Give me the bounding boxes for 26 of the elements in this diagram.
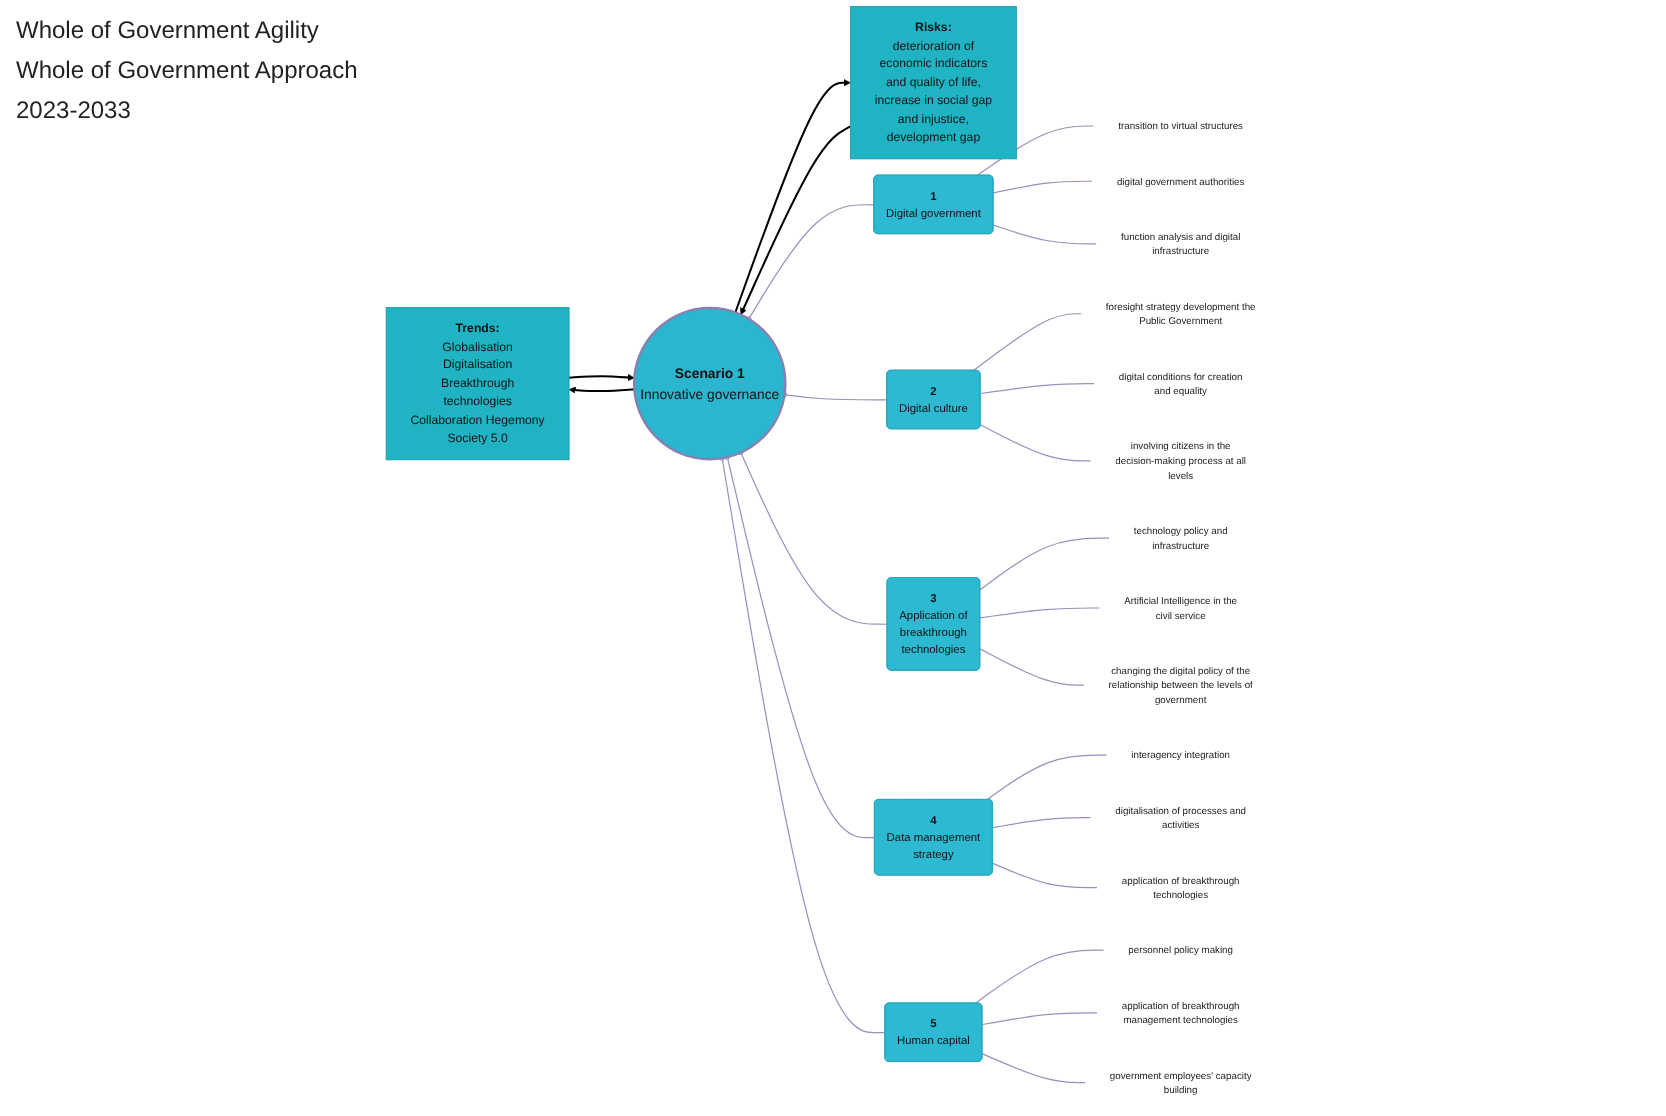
note: Whole of Government Approach [16,56,358,84]
connector [979,383,1096,395]
connector [981,1012,1099,1026]
connector [992,180,1094,194]
connector [972,313,1083,372]
arrow [568,386,635,394]
connector [979,607,1101,619]
connector [979,537,1110,591]
arrow [734,79,851,313]
connector [992,224,1098,245]
connector [986,754,1108,801]
connector [719,455,886,1034]
note: Whole of Government Agility [16,16,319,44]
connector [781,391,888,401]
connector [746,204,875,322]
connector [738,449,889,625]
arrow [740,125,851,316]
connector [974,949,1105,1005]
connector [979,648,1085,686]
connector [992,817,1092,829]
connector [724,454,876,839]
connector [979,424,1092,462]
timeline-label: 2023-2033 [16,96,131,124]
connector [992,862,1099,889]
arrow [569,373,635,382]
connector [981,1053,1086,1084]
